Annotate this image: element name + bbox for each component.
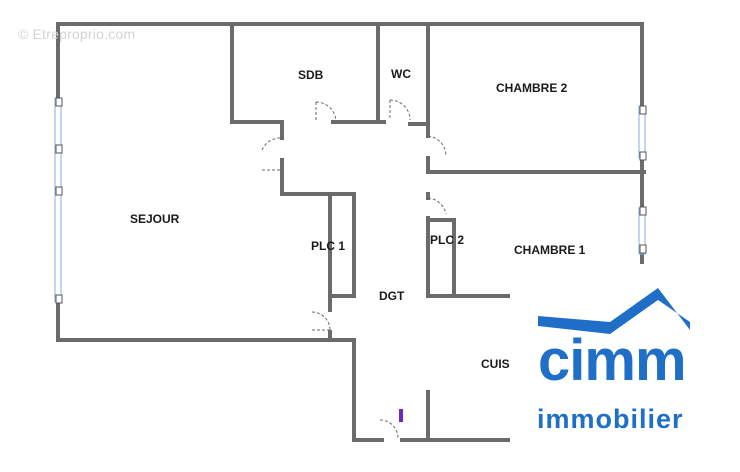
room-label-plc1: PLC 1 <box>311 239 346 253</box>
windows <box>54 97 647 304</box>
room-label-dgt: DGT <box>379 289 405 303</box>
room-label-chambre2: CHAMBRE 2 <box>496 81 568 95</box>
door-swings <box>261 99 447 439</box>
logo-primary: cimm <box>538 328 687 393</box>
room-label-sdb: SDB <box>298 68 324 82</box>
room-label-wc: WC <box>391 67 411 81</box>
marker <box>399 409 403 422</box>
logo-roof-icon <box>538 288 690 334</box>
room-label-chambre1: CHAMBRE 1 <box>514 243 586 257</box>
room-label-cuis: CUIS <box>481 357 510 371</box>
logo-secondary: immobilier <box>537 404 684 434</box>
room-label-sejour: SEJOUR <box>130 212 180 226</box>
walls <box>56 22 646 442</box>
room-label-plc2: PLC 2 <box>430 233 465 247</box>
watermark: © Etreproprio.com <box>18 26 136 42</box>
